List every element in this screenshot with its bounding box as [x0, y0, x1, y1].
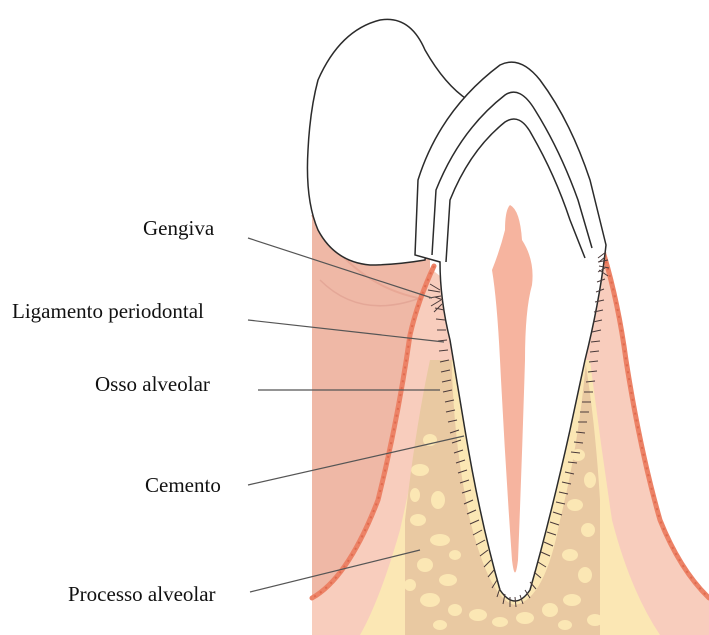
label-alveolar-process: Processo alveolar	[68, 584, 216, 605]
label-gingiva: Gengiva	[143, 218, 214, 239]
label-cementum: Cemento	[145, 475, 221, 496]
label-alveolar-bone: Osso alveolar	[95, 374, 210, 395]
label-periodontal-ligament: Ligamento periodontal	[12, 301, 204, 322]
